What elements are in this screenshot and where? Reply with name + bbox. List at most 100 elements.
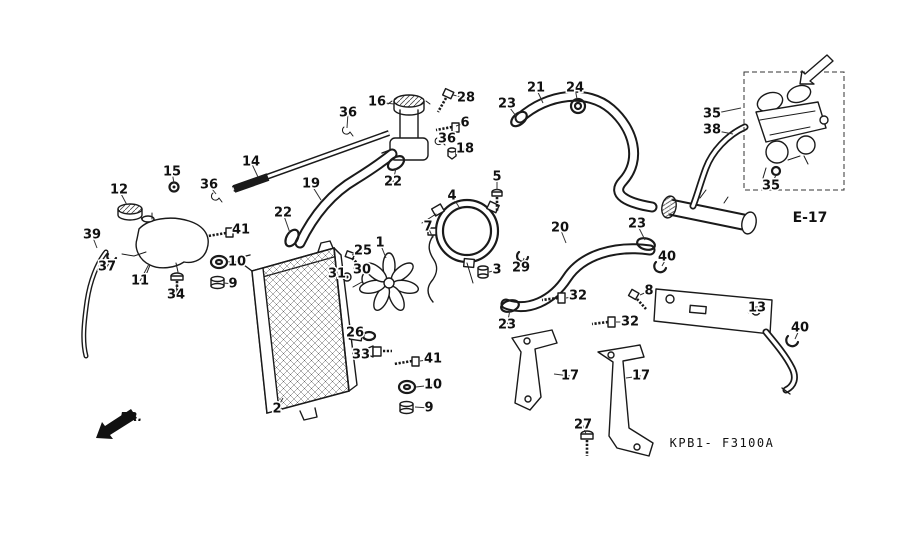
callout-6: 6 [460, 116, 469, 131]
oring-26 [361, 330, 377, 342]
callout-leader-40 [661, 256, 668, 267]
callout-9: 9 [228, 277, 237, 292]
callout-leader-6 [455, 122, 466, 127]
callout-26: 26 [346, 326, 364, 341]
clip-40-right [785, 334, 800, 348]
clip-29 [516, 250, 530, 263]
sensor-18 [447, 147, 457, 160]
callout-leader-35 [770, 174, 777, 187]
callout-14: 14 [242, 155, 260, 170]
callout-4: 4 [447, 189, 456, 204]
clip-36-top [341, 126, 354, 137]
callout-leader-14 [250, 161, 259, 178]
bracket-17-right [597, 344, 654, 457]
callout-leader-34 [175, 283, 178, 296]
callout-9: 9 [424, 401, 433, 416]
callout-leader-30 [361, 269, 372, 277]
callout-37: 37 [98, 260, 116, 275]
callout-leader-7 [427, 226, 434, 239]
front-arrow-icon [96, 409, 137, 439]
callout-leader-15 [171, 171, 175, 184]
callout-18: 18 [456, 142, 474, 157]
callout-13: 13 [748, 301, 766, 316]
callout-17: 17 [561, 369, 579, 384]
callout-leader-35 [711, 107, 742, 115]
clip-36-left [210, 192, 223, 203]
grommet-15 [168, 181, 180, 193]
mount-bolt-41-bottom [393, 356, 420, 367]
carburetor-assembly [743, 54, 845, 191]
callout-36: 36 [339, 106, 357, 121]
callout-leader-31 [336, 273, 345, 278]
front-label: FR. [120, 410, 142, 424]
callout-leader-36 [346, 112, 349, 129]
callout-leader-28 [452, 94, 467, 99]
callout-38: 38 [703, 123, 721, 138]
mount-collar-9-left [210, 275, 225, 290]
callout-41: 41 [424, 352, 442, 367]
callout-leader-29 [520, 257, 525, 269]
callout-32: 32 [569, 289, 587, 304]
callout-21: 21 [527, 81, 545, 96]
tank-cap-12 [117, 203, 143, 221]
callout-leader-17 [553, 373, 571, 377]
callout-leader-40 [794, 327, 801, 340]
thermo-sensor-33 [365, 345, 392, 358]
callout-40: 40 [791, 321, 809, 336]
callout-leader-1 [379, 242, 387, 259]
callout-leader-3 [488, 269, 498, 273]
clamp-22-lower [284, 228, 300, 248]
callout-leader-8 [639, 290, 650, 296]
callout-23: 23 [628, 217, 646, 232]
clamp-23-right [636, 237, 656, 251]
hose-21 [514, 90, 658, 213]
upper-hose-19 [294, 148, 398, 249]
mount-rubber-10-left [209, 254, 229, 270]
callout-15: 15 [163, 165, 181, 180]
callout-leader-11 [139, 263, 150, 282]
callout-5: 5 [492, 170, 501, 185]
callout-28: 28 [457, 91, 475, 106]
callout-22: 22 [274, 206, 292, 221]
callout-35: 35 [703, 107, 721, 122]
callout-leader-25 [351, 250, 364, 256]
callout-leader-22 [392, 167, 397, 183]
callout-leader-26 [354, 332, 366, 337]
callout-leader-24 [574, 87, 578, 100]
clip-36-mid [434, 137, 446, 146]
callout-20: 20 [551, 221, 569, 236]
callout-leader-16 [376, 101, 395, 105]
callout-leader-17 [625, 375, 642, 379]
callout-40: 40 [658, 250, 676, 265]
radiator-filler-stub [317, 240, 334, 253]
callout-2: 2 [272, 402, 281, 417]
bolt-28 [436, 87, 455, 113]
callout-leader-20 [559, 227, 567, 244]
callout-29: 29 [512, 261, 530, 276]
mount-bolt-41-left [207, 227, 234, 238]
collar-3 [477, 265, 489, 279]
carburetor-dashed-box [743, 71, 845, 191]
callout-leader-2 [276, 397, 284, 410]
front-direction-marker: FR. [96, 409, 142, 439]
bracket-13 [653, 288, 798, 395]
bracket-17-left [511, 329, 558, 411]
filler-housing [381, 109, 429, 161]
callout-33: 33 [352, 348, 370, 363]
callout-23: 23 [498, 97, 516, 112]
callout-leader-41 [419, 358, 434, 362]
callout-34: 34 [167, 288, 185, 303]
callout-25: 25 [354, 244, 372, 259]
mount-rubber-10-bottom [397, 379, 417, 395]
reserve-tank-11 [121, 212, 209, 276]
diagram-code: KPB1- F3100A [670, 436, 775, 450]
washer-35 [770, 165, 782, 177]
mount-collar-9-bottom [399, 400, 414, 415]
callout-leader-19 [310, 183, 322, 201]
callout-leader-9 [223, 282, 234, 285]
callout-leader-22 [282, 212, 291, 234]
callout-leader-9 [414, 406, 430, 409]
callout-39: 39 [83, 228, 101, 243]
